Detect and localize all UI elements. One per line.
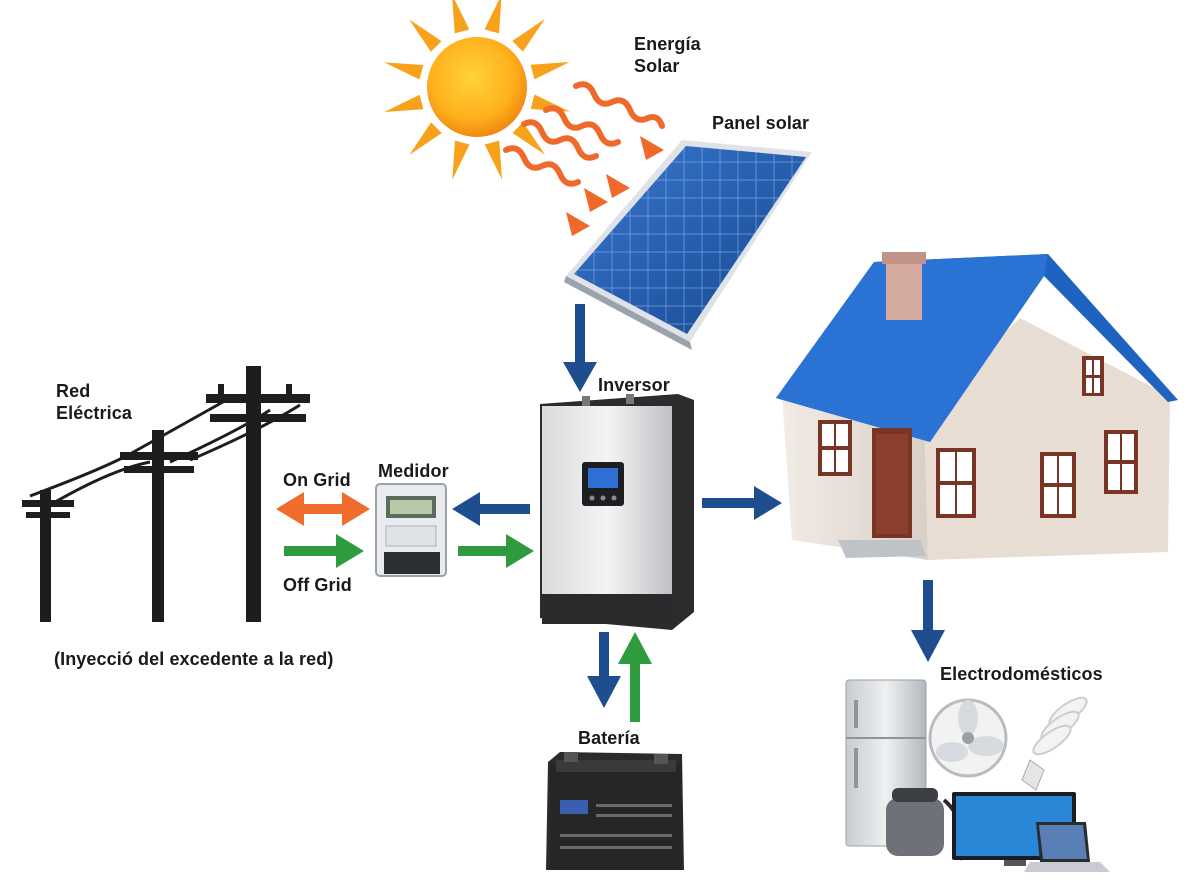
panel-to-inverter-arrow: [563, 304, 597, 392]
sun-ray: [530, 94, 570, 112]
injection-note: (Inyecció del excedente a la red): [54, 649, 334, 669]
house-icon: [776, 252, 1178, 560]
off-grid-arrow: [284, 534, 364, 568]
meter-to-inverter-arrow: [458, 534, 534, 568]
solar-radiation-arrows: [503, 81, 665, 187]
inverter-to-house-arrow: [702, 486, 782, 520]
light-bulb-icon: [1021, 696, 1088, 791]
vacuum-icon: [886, 788, 964, 861]
sun-ray: [409, 122, 442, 156]
sun-ray: [384, 94, 424, 113]
sun-ray: [384, 62, 424, 80]
on-grid-label: On Grid: [283, 470, 351, 490]
sun-ray: [512, 18, 545, 52]
solar-panel-icon: [564, 140, 812, 350]
on-grid-arrow: [276, 492, 370, 526]
solar-radiation-arrowheads: [566, 136, 664, 236]
power-pole-icon: [22, 366, 310, 622]
sun-ray: [452, 0, 470, 34]
solar-energy-label: Energía Solar: [634, 34, 701, 76]
sun-ray: [408, 19, 442, 52]
appliances-label: Electrodomésticos: [940, 664, 1103, 684]
sun-ray: [484, 140, 503, 180]
laptop-icon: [1024, 822, 1110, 872]
inverter-to-battery-arrow: [587, 632, 621, 708]
fan-icon: [928, 698, 1008, 778]
inverter-label: Inversor: [598, 375, 670, 395]
inverter-icon: [540, 394, 694, 630]
solar-panel-label: Panel solar: [712, 113, 810, 133]
sun-ray: [484, 0, 502, 34]
inverter-to-meter-arrow: [452, 492, 530, 526]
electric-meter-icon: [375, 483, 447, 577]
meter-label: Medidor: [378, 461, 449, 481]
battery-icon: [546, 752, 684, 870]
house-to-appliances-arrow: [911, 580, 945, 662]
battery-to-inverter-arrow: [618, 632, 652, 722]
grid-label: Red Eléctrica: [56, 381, 132, 423]
sun-ray: [452, 140, 470, 180]
battery-label: Batería: [578, 728, 640, 748]
sun-ray: [530, 61, 570, 80]
off-grid-label: Off Grid: [283, 575, 352, 595]
sun-ray: [512, 122, 546, 155]
sun-icon: [384, 0, 570, 180]
